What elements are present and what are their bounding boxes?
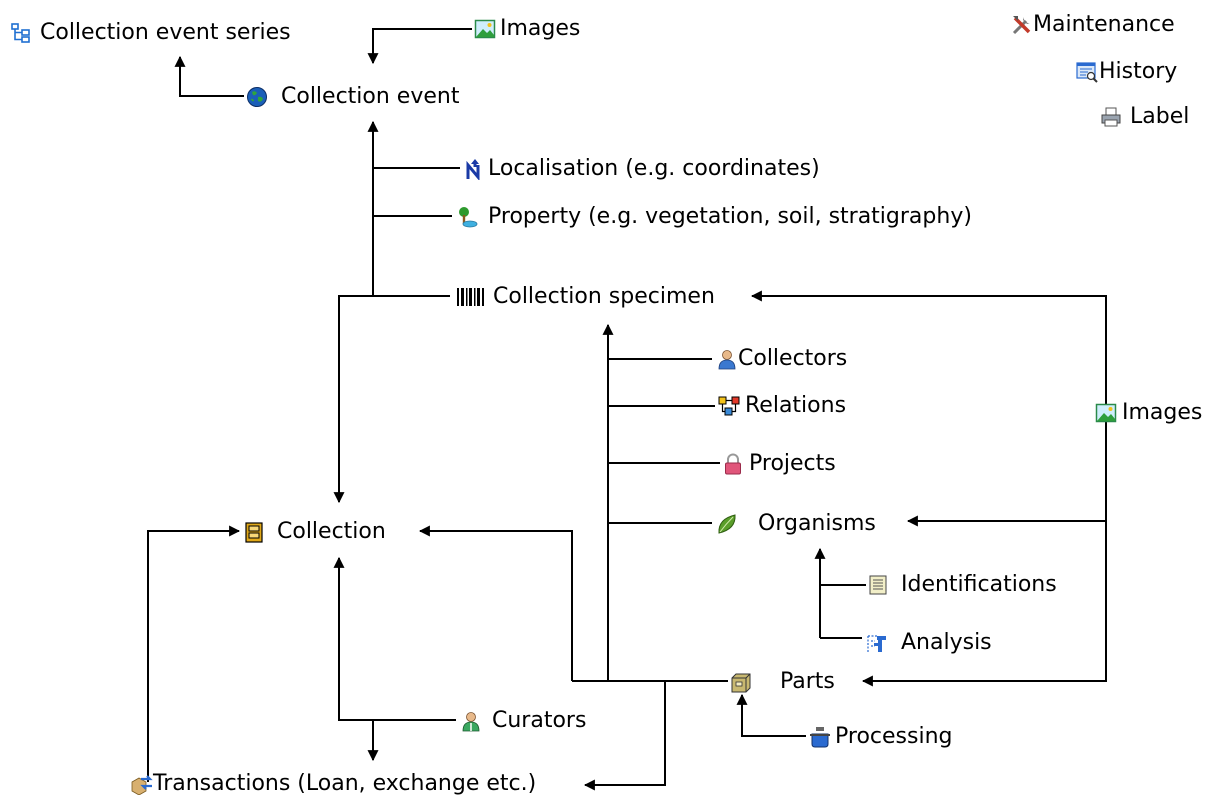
connector-processing-to-parts <box>736 693 806 737</box>
node-label: Images <box>1122 400 1203 425</box>
node-relations[interactable]: Relations <box>718 394 846 418</box>
cabinet-icon <box>243 521 265 543</box>
node-images-top[interactable]: Images <box>474 17 580 41</box>
connector-specimen-to-collection <box>333 295 373 504</box>
node-transactions[interactable]: Transactions (Loan, exchange etc.) <box>131 772 536 796</box>
analysis-icon <box>866 632 888 654</box>
history-icon <box>1076 61 1098 83</box>
node-label: Projects <box>749 451 836 476</box>
node-label: Collection event <box>281 84 460 109</box>
node-label: Analysis <box>901 630 992 655</box>
node-label: Collectors <box>738 346 848 371</box>
printer-icon <box>1100 106 1122 128</box>
node-property[interactable]: Property (e.g. vegetation, soil, stratig… <box>456 205 972 229</box>
tree-icon <box>456 206 478 228</box>
node-label: Property (e.g. vegetation, soil, stratig… <box>488 204 972 229</box>
node-label: Collection event series <box>40 20 291 45</box>
node-collection[interactable]: Collection <box>243 520 386 544</box>
node-history[interactable]: History <box>1076 60 1177 84</box>
hierarchy-icon <box>10 22 32 44</box>
transaction-icon <box>131 773 153 795</box>
tools-icon <box>1011 14 1033 36</box>
node-label: History <box>1099 59 1178 84</box>
node-parts[interactable]: Parts <box>730 670 835 694</box>
node-maintenance[interactable]: Maintenance <box>1011 13 1175 37</box>
image-icon <box>1095 402 1117 424</box>
node-label: Parts <box>780 669 835 694</box>
node-collection-specimen[interactable]: Collection specimen <box>456 285 715 309</box>
node-label: Label <box>1130 104 1190 129</box>
node-projects[interactable]: Projects <box>722 452 836 476</box>
north-arrow-icon <box>464 158 486 180</box>
node-collection-event-series[interactable]: Collection event series <box>10 21 291 45</box>
node-label-printer[interactable]: Label <box>1100 105 1189 129</box>
barcode-icon <box>456 286 486 308</box>
connector-images-to-specimen <box>750 290 1107 521</box>
connector-curators-to-collection <box>333 556 456 721</box>
node-label: Localisation (e.g. coordinates) <box>488 156 820 181</box>
connector-parts-to-transactions <box>583 681 666 791</box>
connector-images-to-parts <box>861 521 1107 687</box>
curator-icon <box>460 710 482 732</box>
node-label: Relations <box>745 393 847 418</box>
connector-images-to-event <box>367 28 472 65</box>
document-icon <box>867 574 889 596</box>
node-label: Curators <box>492 708 587 733</box>
node-collection-event[interactable]: Collection event <box>246 85 459 109</box>
node-label: Maintenance <box>1033 12 1175 37</box>
node-label: Identifications <box>901 572 1057 597</box>
connector-event-to-series <box>174 55 244 97</box>
node-identifications[interactable]: Identifications <box>867 573 1057 597</box>
globe-icon <box>246 86 268 108</box>
node-label: Processing <box>835 724 953 749</box>
node-processing[interactable]: Processing <box>809 725 952 749</box>
connector-parts-to-collection <box>418 525 573 681</box>
node-analysis[interactable]: Analysis <box>866 631 992 655</box>
node-collectors[interactable]: Collectors <box>716 347 847 371</box>
image-icon <box>474 18 496 40</box>
node-label: Organisms <box>758 511 876 536</box>
node-organisms[interactable]: Organisms <box>716 512 876 536</box>
relations-icon <box>718 395 740 417</box>
connector-transactions-to-collection <box>147 525 241 782</box>
person-icon <box>716 348 738 370</box>
lock-icon <box>722 453 744 475</box>
node-label: Images <box>500 16 581 41</box>
node-images-right[interactable]: Images <box>1095 401 1202 425</box>
node-label: Collection <box>277 519 386 544</box>
node-label: Transactions (Loan, exchange etc.) <box>153 771 537 796</box>
box-icon <box>730 671 752 693</box>
flask-icon <box>809 726 831 748</box>
node-label: Collection specimen <box>493 284 715 309</box>
leaf-icon <box>716 513 738 535</box>
node-localisation[interactable]: Localisation (e.g. coordinates) <box>464 157 820 181</box>
node-curators[interactable]: Curators <box>460 709 586 733</box>
